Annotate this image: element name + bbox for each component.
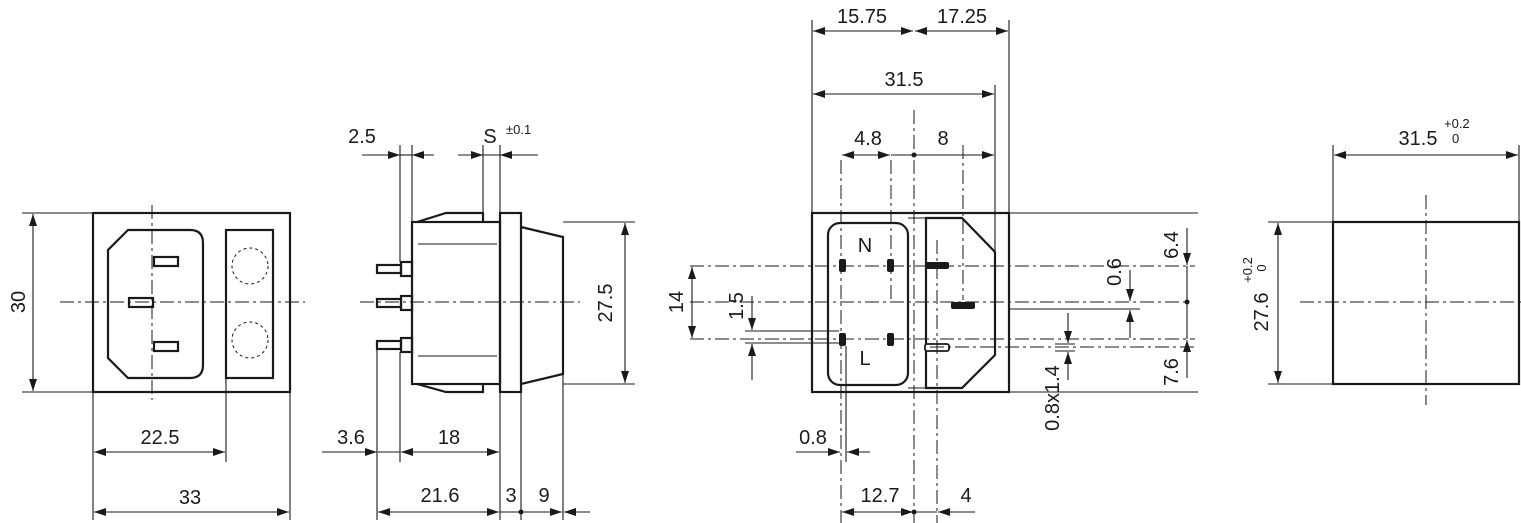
rear-pin-offset-label: 4.8 bbox=[854, 128, 882, 150]
side-height-label: 27.5 bbox=[595, 284, 617, 323]
cutout-view: 31.5 +0.2 0 27.6 +0.2 0 bbox=[1240, 116, 1521, 405]
rear-center-right-label: 17.25 bbox=[937, 6, 987, 28]
cutout-height-tol-upper: +0.2 bbox=[1240, 257, 1255, 283]
cutout-width-label: 31.5 bbox=[1399, 128, 1438, 150]
side-front bbox=[520, 225, 565, 386]
rear-pin-spacing-v-label: 14 bbox=[666, 291, 688, 313]
cutout-width-tol-lower: 0 bbox=[1452, 131, 1459, 146]
rear-tab-size-label: 0.8x1.4 bbox=[1042, 365, 1064, 431]
rear-center-left-label: 15.75 bbox=[837, 6, 887, 28]
side-body-depth-label: 18 bbox=[438, 427, 460, 449]
pin-top bbox=[375, 263, 403, 275]
side-pin-length-label: 3.6 bbox=[337, 427, 365, 449]
side-panel-symbol: S bbox=[483, 126, 496, 148]
rear-pin-spacing-h-label: 8 bbox=[937, 128, 948, 150]
cutout-width-tol-upper: +0.2 bbox=[1444, 116, 1470, 131]
front-inlet-width-label: 22.5 bbox=[141, 427, 180, 449]
rear-tab-offset-label: 4 bbox=[960, 485, 971, 507]
front-total-width-label: 33 bbox=[179, 487, 201, 509]
rear-neutral-label: N bbox=[858, 235, 872, 257]
inlet-socket-outline bbox=[106, 228, 205, 380]
pin-bottom bbox=[375, 339, 403, 351]
fuse-circle-top bbox=[231, 247, 269, 285]
rear-view: N L bbox=[666, 6, 1198, 523]
front-height-label: 30 bbox=[8, 291, 30, 313]
pin-mid bbox=[375, 297, 403, 309]
side-flange-label: 2.5 bbox=[348, 126, 376, 148]
rear-pin-pitch-label: 12.7 bbox=[861, 485, 900, 507]
fuse-circle-bottom bbox=[231, 321, 269, 359]
rear-top-offset-label: 6.4 bbox=[1161, 231, 1183, 259]
cutout-height-tol-lower: 0 bbox=[1254, 264, 1269, 271]
rear-small-offset-label: 0.6 bbox=[1104, 258, 1126, 286]
cutout-height-label: 27.6 bbox=[1251, 293, 1273, 332]
rear-pin-width-v-label: 1.5 bbox=[726, 292, 748, 320]
side-view: 2.5 S ±0.1 27.5 3.6 18 21.6 3 9 bbox=[322, 122, 635, 520]
rear-bottom-offset-label: 7.6 bbox=[1161, 358, 1183, 386]
fuse-drawer bbox=[224, 228, 275, 380]
rear-width-label: 31.5 bbox=[885, 69, 924, 91]
rear-line-label: L bbox=[859, 348, 870, 370]
rear-pin-thickness-label: 0.8 bbox=[799, 427, 827, 449]
side-body bbox=[410, 220, 502, 386]
side-overall-depth-label: 21.6 bbox=[421, 485, 460, 507]
side-flange-thickness-label: 3 bbox=[505, 485, 516, 507]
side-front-depth-label: 9 bbox=[538, 485, 549, 507]
side-panel-tolerance: ±0.1 bbox=[506, 122, 531, 137]
rear-socket-outline bbox=[826, 221, 910, 387]
front-view: 30 22.5 33 bbox=[8, 205, 305, 520]
